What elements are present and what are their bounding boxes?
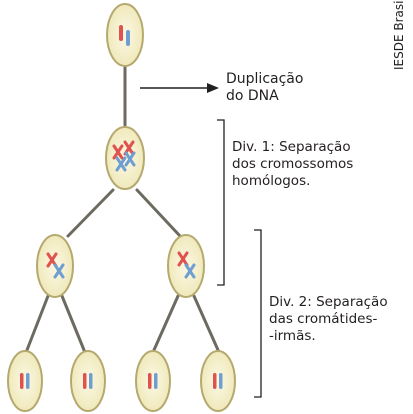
image-credit: IESDE Brasil S.A. [392,0,406,70]
gamete-cell-4 [200,350,236,412]
branch-lines [25,65,220,352]
duplication-arrow [140,83,219,93]
line-meiosis1-left [66,188,115,238]
daughter-cell-right [167,234,205,298]
div1-label-line3: homólogos. [232,173,311,189]
chromosome-red [119,25,123,41]
div1-label-line1: Div. 1: Separação [232,139,351,155]
duplication-label-line2: do DNA [226,88,279,104]
gamete-cell-1 [7,350,43,412]
div2-label-line1: Div. 2: Separação [269,294,388,310]
div2-label-line3: -irmãs. [269,328,316,344]
duplication-label-line1: Duplicação [226,71,304,87]
line-left-to-cell1 [25,294,50,352]
div2-bracket [254,229,262,398]
div1-bracket [217,119,225,286]
line-left-to-cell2 [60,294,86,352]
duplication-label: Duplicação do DNA [226,71,303,105]
div1-label: Div. 1: Separação dos cromossomos homólo… [232,139,353,190]
line-right-to-cell3 [152,294,180,352]
parent-cell [106,3,144,67]
div1-label-line2: dos cromossomos [232,156,354,172]
chromosome-blue-pair [115,151,136,172]
line-right-to-cell4 [192,294,220,352]
line-meiosis1-right [135,188,182,238]
duplicated-cell [105,126,145,190]
gamete-cell-3 [135,350,171,412]
gamete-cell-2 [70,350,106,412]
div2-label: Div. 2: Separação das cromátides- -irmãs… [269,294,388,345]
div2-label-line2: das cromátides- [269,311,378,327]
daughter-cell-left [36,234,74,298]
chromosome-blue [126,30,130,46]
